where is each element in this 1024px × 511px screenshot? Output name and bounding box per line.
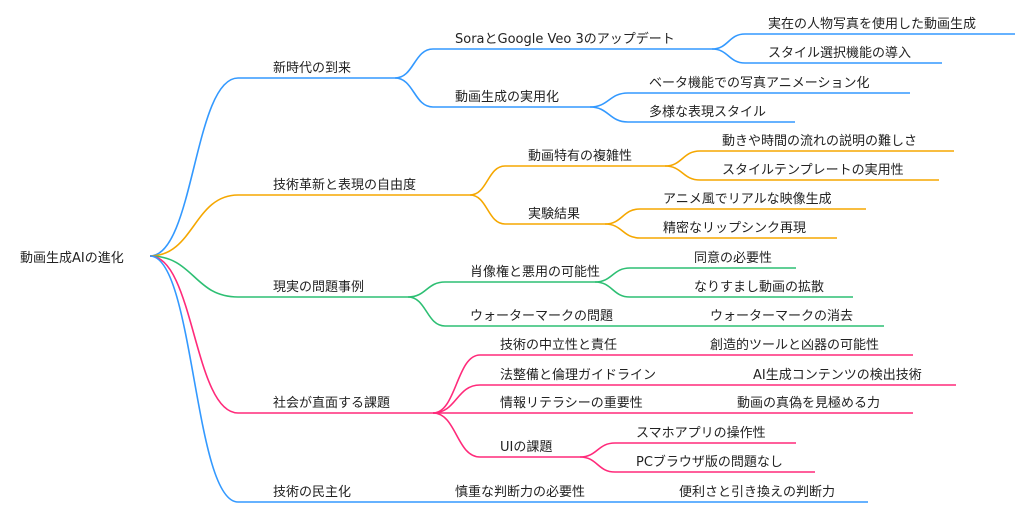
main-branch-label: 技術の民主化: [273, 485, 351, 500]
leaf-node-label: 精密なリップシンク再現: [663, 220, 806, 236]
branch-connector: [149, 194, 470, 257]
leaf-node-label: なりすまし動画の拡散: [694, 280, 824, 295]
branch-connector: [579, 456, 815, 473]
branch-connector: [579, 442, 796, 458]
sub-branch-label: UIの課題: [500, 439, 552, 455]
sub-branch-label: ウォーターマークの問題: [470, 309, 613, 324]
main-branch-label: 社会が直面する課題: [273, 395, 390, 411]
leaf-node-label: 動画の真偽を見極める力: [737, 395, 880, 411]
branch-connector: [589, 106, 795, 123]
main-branch-label: 新時代の到来: [273, 60, 351, 76]
branch-connector: [604, 223, 837, 239]
branch-connector: [711, 48, 942, 64]
branch-connector: [604, 208, 866, 225]
leaf-node-label: スタイルテンプレートの実用性: [722, 162, 904, 178]
sub-branch-label: 情報リテラシーの重要性: [500, 395, 643, 411]
sub-branch-label: SoraとGoogle Veo 3のアップデート: [455, 31, 675, 47]
leaf-node-label: ウォーターマークの消去: [710, 309, 853, 324]
root-node-label: 動画生成AIの進化: [20, 251, 124, 266]
mind-map-labels: 新時代の到来 SoraとGoogle Veo 3のアップデート 実在の人物写真を使用…: [273, 16, 976, 500]
branch-connector: [407, 281, 595, 298]
branch-connector: [664, 165, 939, 181]
branch-connector: [469, 194, 605, 225]
leaf-node-label: 創造的ツールと凶器の可能性: [710, 337, 879, 353]
sub-branch-label: 技術の中立性と責任: [500, 338, 617, 353]
branch-connector: [149, 77, 395, 257]
sub-branch-label: 動画生成の実用化: [455, 89, 559, 105]
sub-branch-label: 慎重な判断力の必要性: [455, 484, 585, 500]
branch-connector: [149, 255, 433, 414]
sub-branch-label: 法整備と倫理ガイドライン: [500, 367, 656, 383]
branch-connector: [149, 255, 408, 298]
mind-map-links: [149, 33, 1015, 503]
main-branch-label: 現実の問題事例: [273, 279, 364, 295]
branch-connector: [594, 281, 853, 298]
branch-connector: [664, 150, 954, 167]
branch-connector: [432, 384, 720, 414]
leaf-node-label: AI生成コンテンツの検出技術: [753, 368, 922, 383]
branch-connector: [407, 296, 680, 327]
sub-branch-label: 肖像権と悪用の可能性: [470, 264, 600, 280]
branch-connector: [432, 354, 680, 414]
branch-connector: [432, 412, 580, 458]
leaf-node-label: 便利さと引き換えの判断力: [679, 485, 835, 500]
sub-branch-label: 実験結果: [528, 206, 580, 222]
main-branch-label: 技術革新と表現の自由度: [273, 177, 416, 193]
branch-connector: [394, 48, 712, 79]
leaf-node-label: アニメ風でリアルな映像生成: [663, 192, 832, 207]
leaf-node-label: 動きや時間の流れの説明の難しさ: [722, 133, 917, 149]
leaf-node-label: 多様な表現スタイル: [649, 104, 766, 120]
branch-connector: [469, 165, 665, 196]
sub-branch-label: 動画特有の複雑性: [528, 148, 632, 164]
branch-connector: [711, 33, 1015, 50]
branch-connector: [589, 92, 910, 108]
leaf-node-label: スマホアプリの操作性: [636, 425, 766, 441]
branch-connector: [394, 77, 590, 108]
leaf-node-label: ベータ機能での写真アニメーション化: [649, 76, 869, 91]
leaf-node-label: スタイル選択機能の導入: [768, 46, 911, 61]
leaf-node-label: 同意の必要性: [694, 250, 772, 266]
leaf-node-label: 実在の人物写真を使用した動画生成: [768, 16, 976, 32]
leaf-node-label: PCブラウザ版の問題なし: [636, 454, 783, 470]
branch-connector: [594, 267, 796, 283]
branch-connector: [149, 255, 430, 503]
